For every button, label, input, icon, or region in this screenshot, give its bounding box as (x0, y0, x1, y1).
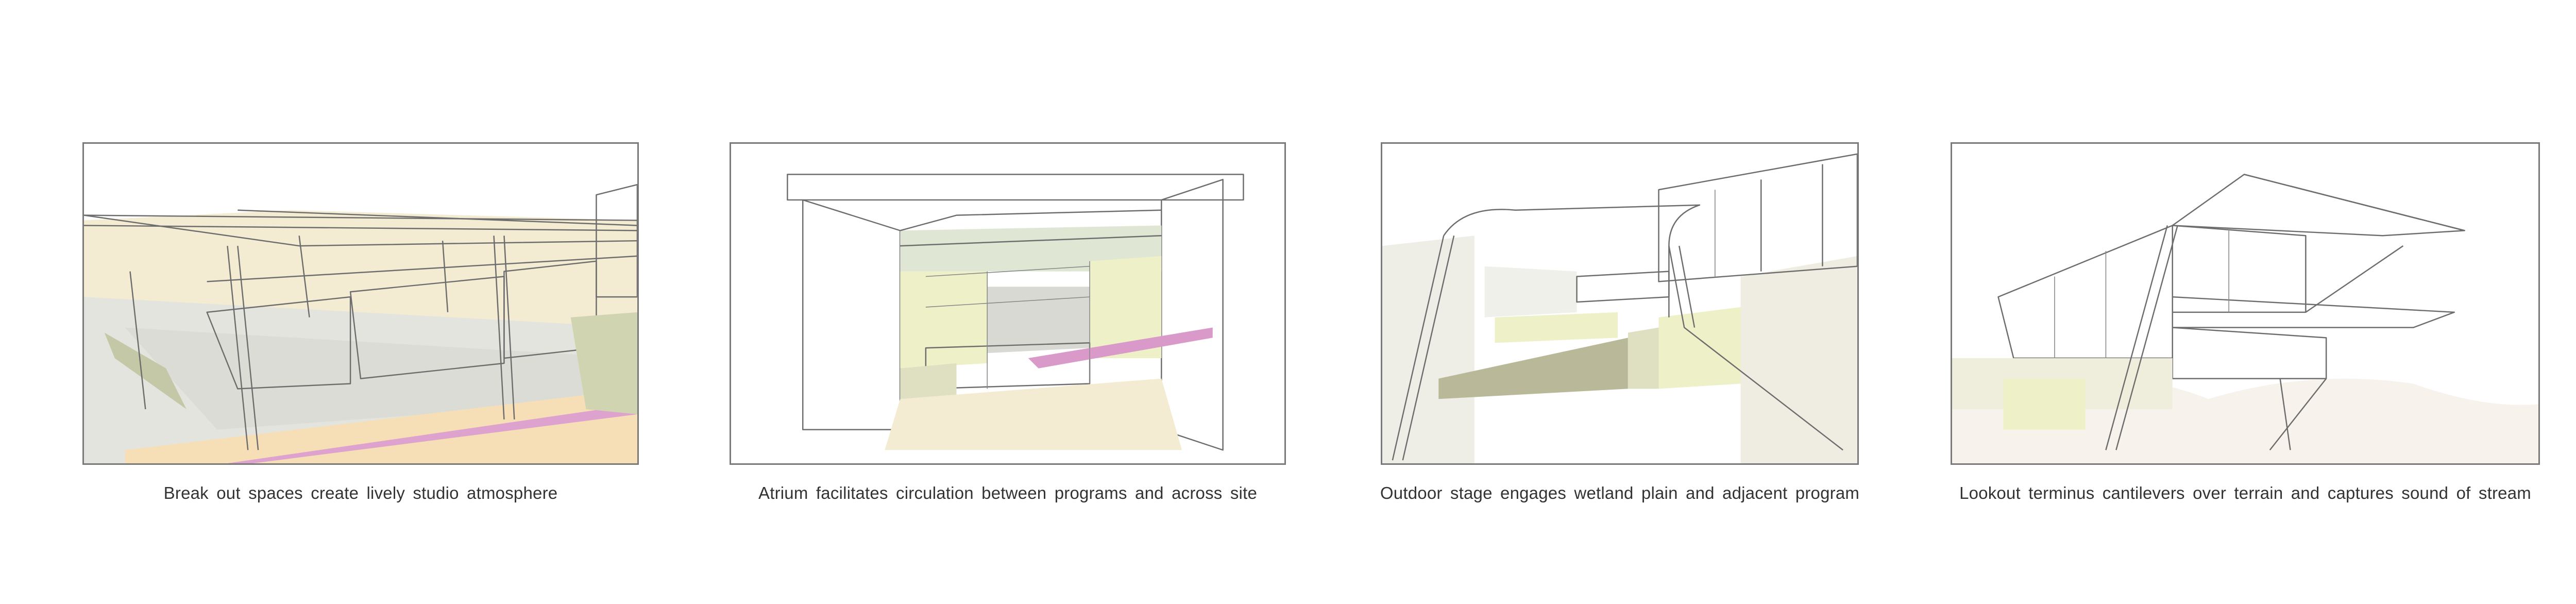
lookout-rendering (1951, 142, 2540, 465)
atrium-drawing (731, 144, 1284, 463)
caption-lookout: Lookout terminus cantilevers over terrai… (1959, 483, 2531, 502)
lookout-drawing (1952, 174, 2538, 463)
caption-atrium: Atrium facilitates circulation between p… (758, 483, 1257, 502)
caption-outdoor-stage: Outdoor stage engages wetland plain and … (1380, 483, 1860, 502)
atrium-rendering (730, 142, 1286, 465)
outdoor-stage-rendering (1381, 142, 1859, 465)
studio-breakout-rendering (82, 142, 639, 465)
caption-breakout-spaces: Break out spaces create lively studio at… (163, 483, 558, 502)
studio-breakout-drawing (84, 183, 637, 463)
outdoor-stage-drawing (1382, 153, 1857, 463)
